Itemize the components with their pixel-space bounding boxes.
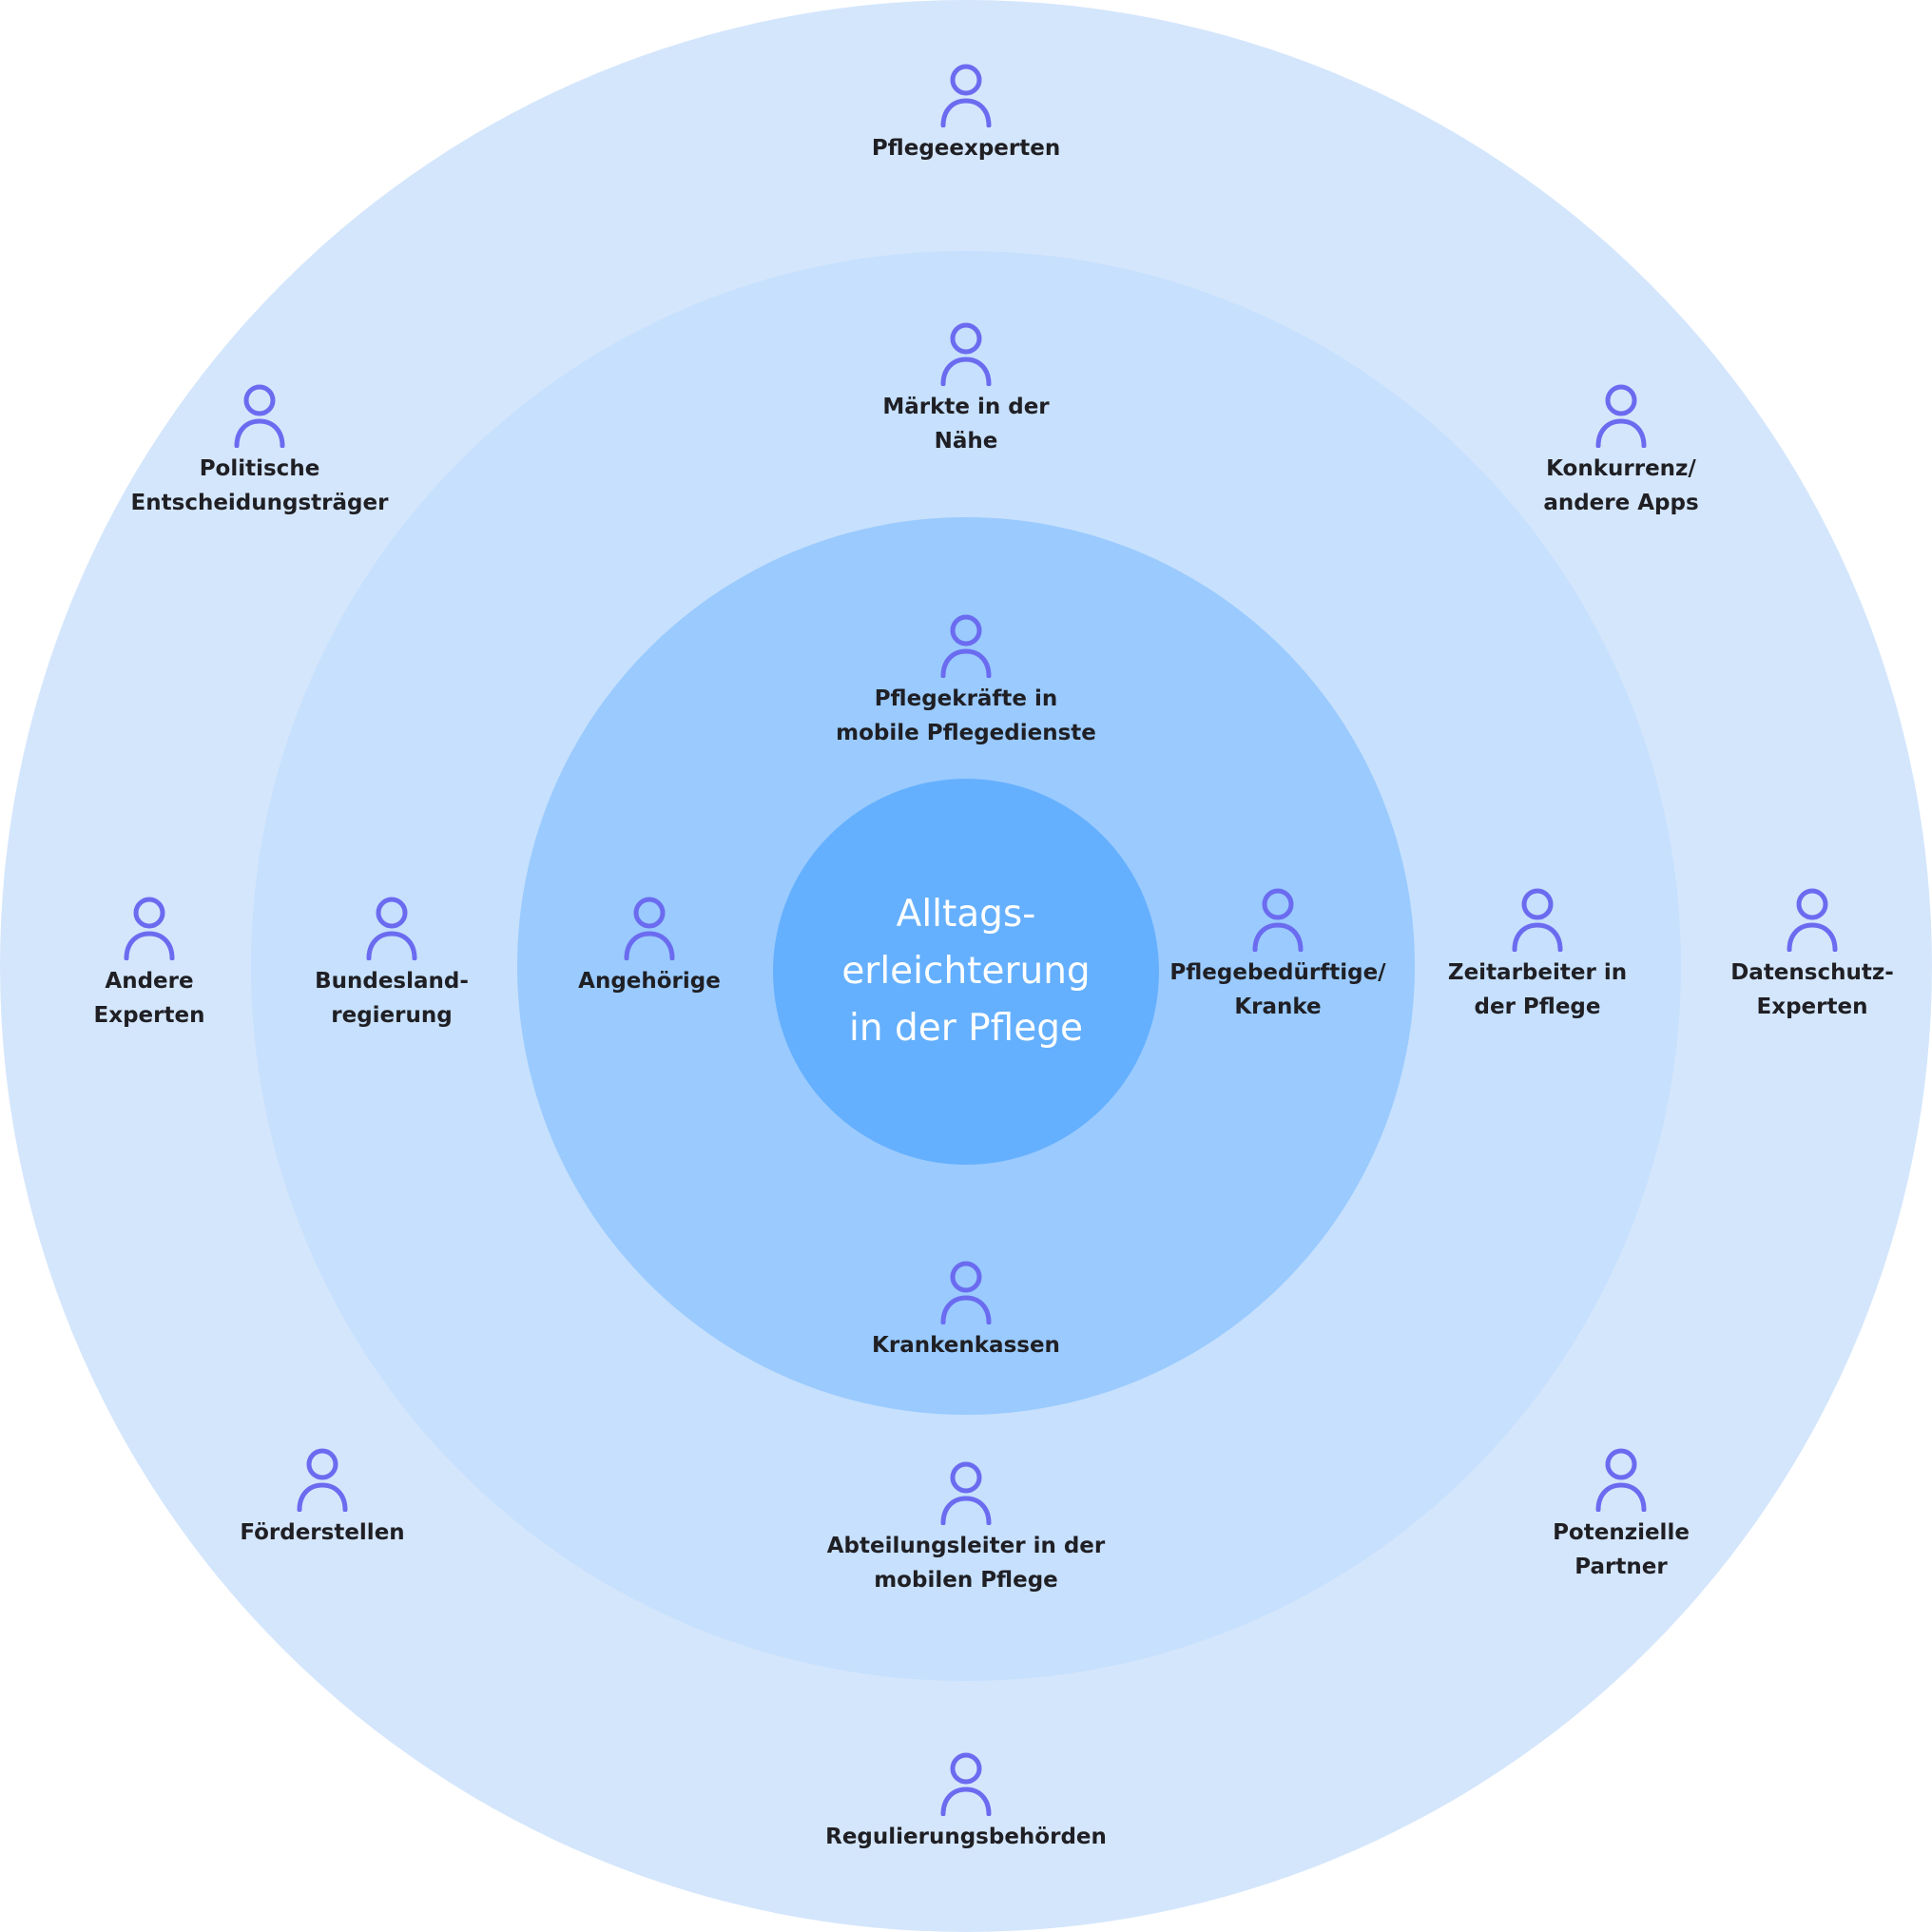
person-icon <box>1512 888 1563 952</box>
stakeholder-label: Politische Entscheidungsträger <box>130 456 389 515</box>
stakeholder-label: Regulierungsbehörden <box>825 1825 1107 1849</box>
stakeholder-politische-entscheidungstraeger: Politische Entscheidungsträger <box>107 383 412 520</box>
person-icon <box>234 384 285 448</box>
person-icon <box>1787 888 1838 952</box>
stakeholder-datenschutz-experten: Datenschutz- Experten <box>1660 887 1932 1024</box>
stakeholder-label: Potenzielle Partner <box>1553 1520 1690 1579</box>
stakeholder-regulierungsbehoerden: Regulierungsbehörden <box>814 1751 1118 1854</box>
stakeholder-andere-experten: Andere Experten <box>0 896 301 1033</box>
person-icon <box>1595 1448 1647 1512</box>
stakeholder-abteilungsleiter-mobile-pflege: Abteilungsleiter in der mobilen Pflege <box>814 1460 1118 1597</box>
person-icon <box>940 614 992 678</box>
stakeholder-pflegeexperten: Pflegeexperten <box>814 63 1118 165</box>
stakeholder-foerderstellen: Förderstellen <box>170 1447 474 1550</box>
stakeholder-krankenkassen: Krankenkassen <box>814 1260 1118 1362</box>
stakeholder-konkurrenz-andere-apps: Konkurrenz/ andere Apps <box>1469 383 1773 520</box>
person-icon <box>624 897 675 960</box>
stakeholder-label: Bundesland- regierung <box>315 969 469 1028</box>
stakeholder-label: Märkte in der Nähe <box>882 395 1050 454</box>
person-icon <box>940 64 992 127</box>
person-icon <box>124 897 175 960</box>
core-circle <box>773 779 1159 1165</box>
stakeholder-label: Angehörige <box>578 969 721 994</box>
stakeholder-label: Datenschutz- Experten <box>1730 960 1894 1019</box>
person-icon <box>1595 384 1647 448</box>
stakeholder-potenzielle-partner: Potenzielle Partner <box>1469 1447 1773 1584</box>
stakeholder-bundeslandregierung: Bundesland- regierung <box>240 896 544 1033</box>
person-icon <box>940 1461 992 1525</box>
person-icon <box>940 1261 992 1324</box>
stakeholder-label: Konkurrenz/ andere Apps <box>1543 456 1699 515</box>
person-icon <box>1252 888 1304 952</box>
center-title: Alltags- erleichterung in der Pflege <box>841 893 1091 1050</box>
stakeholder-angehoerige: Angehörige <box>497 896 802 998</box>
stakeholder-pflegekraefte-mobile-pflegedienste: Pflegekräfte in mobile Pflegedienste <box>814 613 1118 750</box>
stakeholder-label: Pflegeexperten <box>871 136 1061 161</box>
stakeholder-label: Zeitarbeiter in der Pflege <box>1447 960 1628 1019</box>
stakeholder-label: Krankenkassen <box>872 1333 1060 1358</box>
person-icon <box>940 322 992 386</box>
stakeholder-maerkte-in-der-naehe: Märkte in der Nähe <box>814 321 1118 458</box>
person-icon <box>940 1752 992 1816</box>
stakeholder-label: Pflegebedürftige/ Kranke <box>1169 960 1386 1019</box>
stakeholder-label: Andere Experten <box>93 969 205 1028</box>
stakeholder-label: Pflegekräfte in mobile Pflegedienste <box>836 686 1096 745</box>
stakeholder-label: Förderstellen <box>240 1520 405 1545</box>
stakeholder-label: Abteilungsleiter in der mobilen Pflege <box>826 1534 1106 1593</box>
person-icon <box>366 897 417 960</box>
person-icon <box>297 1448 348 1512</box>
stakeholder-zeitarbeiter-in-der-pflege: Zeitarbeiter in der Pflege <box>1385 887 1690 1024</box>
stakeholder-pflegebeduerftige-kranke: Pflegebedürftige/ Kranke <box>1126 887 1430 1024</box>
